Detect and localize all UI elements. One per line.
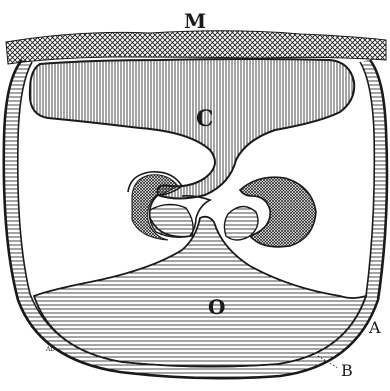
label-a: A (368, 318, 381, 337)
amnion-fold-left (150, 204, 194, 237)
label-m: M (184, 9, 206, 33)
cavity-c (30, 59, 354, 199)
label-b: B (341, 361, 353, 380)
chamber-o (34, 217, 366, 367)
label-c: C (196, 106, 214, 132)
label-o: O (208, 295, 225, 319)
artist-signature: AD (45, 346, 55, 353)
